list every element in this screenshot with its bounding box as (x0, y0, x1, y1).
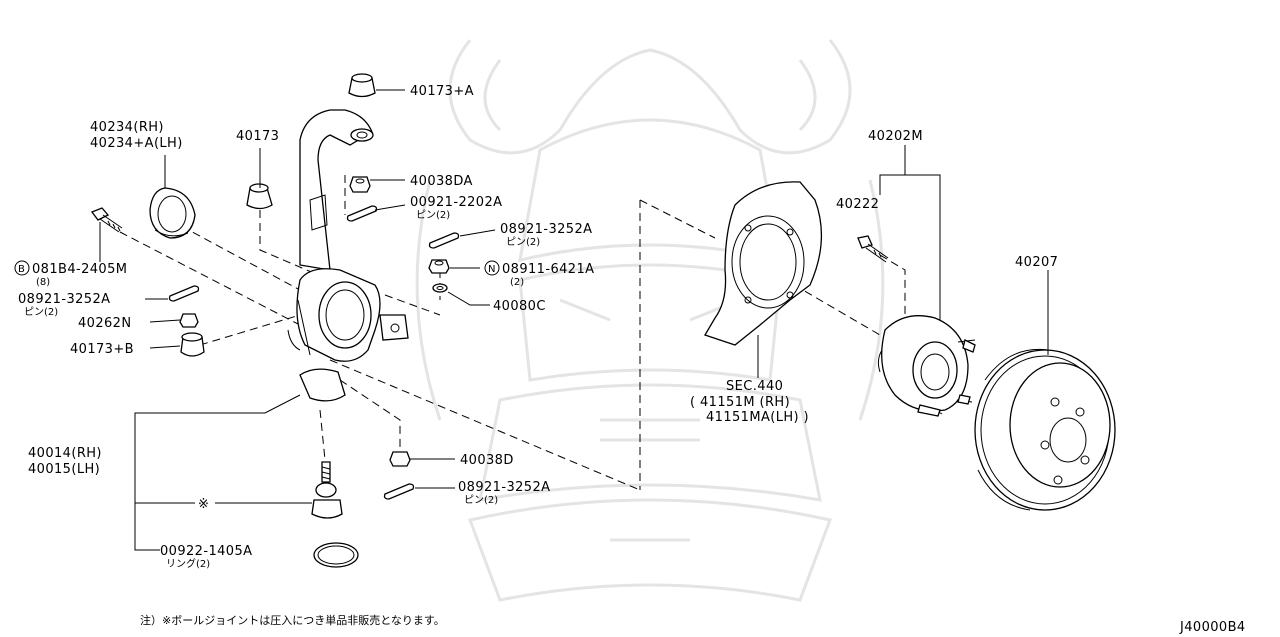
label-sec440: SEC.440 (726, 379, 783, 394)
steering-knuckle (287, 109, 409, 402)
label-08921-bot-sub: ピン(2) (464, 494, 498, 506)
label-081b4-sub: (8) (36, 277, 50, 288)
label-40207: 40207 (1015, 255, 1058, 270)
wheel-hub (877, 315, 976, 417)
label-40014-rh: 40014(RH) (28, 446, 102, 461)
label-081b4-2405m: 081B4-2405M (32, 262, 127, 277)
label-40173: 40173 (236, 129, 279, 144)
brake-rotor (974, 348, 1116, 511)
badge-b: B (18, 264, 25, 275)
label-40262n: 40262N (78, 316, 131, 331)
footnote: 注）※ボールジョイントは圧入につき単品非販売となります。 (140, 613, 445, 627)
label-40015-lh: 40015(LH) (28, 462, 100, 477)
leader-lines (99, 89, 1049, 551)
dust-boot-40173 (246, 183, 273, 210)
label-00922-sub: リング(2) (166, 557, 210, 570)
label-08921-top: 08921-3252A (500, 222, 592, 237)
nut-40038d (389, 451, 411, 467)
badge-b-circle (14, 260, 30, 276)
label-40173a: 40173+A (410, 84, 474, 99)
label-08921-top-sub: ピン(2) (506, 236, 540, 248)
label-08921-bot: 08921-3252A (458, 480, 550, 495)
dust-cap-40173a (348, 73, 376, 98)
cotter-pin-00921 (346, 205, 378, 222)
label-40222: 40222 (836, 197, 879, 212)
ball-joint-mark: ※ (198, 497, 209, 512)
splash-shield (704, 181, 823, 346)
label-40080c: 40080C (493, 299, 546, 314)
nut-40262n (179, 313, 199, 328)
assembly-lines (119, 175, 906, 491)
dust-boot-40173b (180, 332, 205, 357)
label-40202m: 40202M (868, 129, 923, 144)
nut-08911 (428, 259, 450, 274)
label-40173b: 40173+B (70, 342, 134, 357)
watermark-logo (415, 39, 885, 602)
washer-40080c (432, 283, 448, 293)
badge-n-circle (484, 260, 500, 276)
label-08911-6421a: 08911-6421A (502, 262, 594, 277)
label-08921-left-sub: ピン(2) (24, 306, 58, 318)
callout-labels: 40173+A 40234(RH) 40234+A(LH) 40173 4003… (14, 84, 1246, 635)
label-00921-2202a: 00921-2202A (410, 195, 502, 210)
label-41151ma: 41151MA(LH) ) (706, 410, 809, 425)
bolt-081b4 (90, 207, 123, 233)
badge-n: N (488, 264, 495, 275)
label-08911-sub: (2) (510, 277, 524, 288)
label-40234-rh: 40234(RH) (90, 120, 164, 135)
cotter-pin-08921-top (428, 232, 460, 249)
snap-ring-00922 (313, 542, 359, 568)
bolt-40222 (857, 235, 889, 263)
ball-joint (311, 461, 343, 519)
label-40038d: 40038D (460, 453, 514, 468)
label-00921-sub: ピン(2) (416, 209, 450, 221)
diagram-id: J40000B4 (1179, 620, 1246, 635)
label-40038da: 40038DA (410, 174, 473, 189)
label-00922-1405a: 00922-1405A (160, 544, 252, 559)
nut-40038da (349, 176, 371, 193)
label-41151m: ( 41151M (RH) (690, 395, 790, 410)
dust-cover-40234 (149, 187, 196, 239)
label-08921-left: 08921-3252A (18, 292, 110, 307)
cotter-pin-08921-bot (383, 483, 415, 500)
label-40234-lh: 40234+A(LH) (90, 136, 183, 151)
cotter-pin-08921-left (168, 285, 200, 302)
